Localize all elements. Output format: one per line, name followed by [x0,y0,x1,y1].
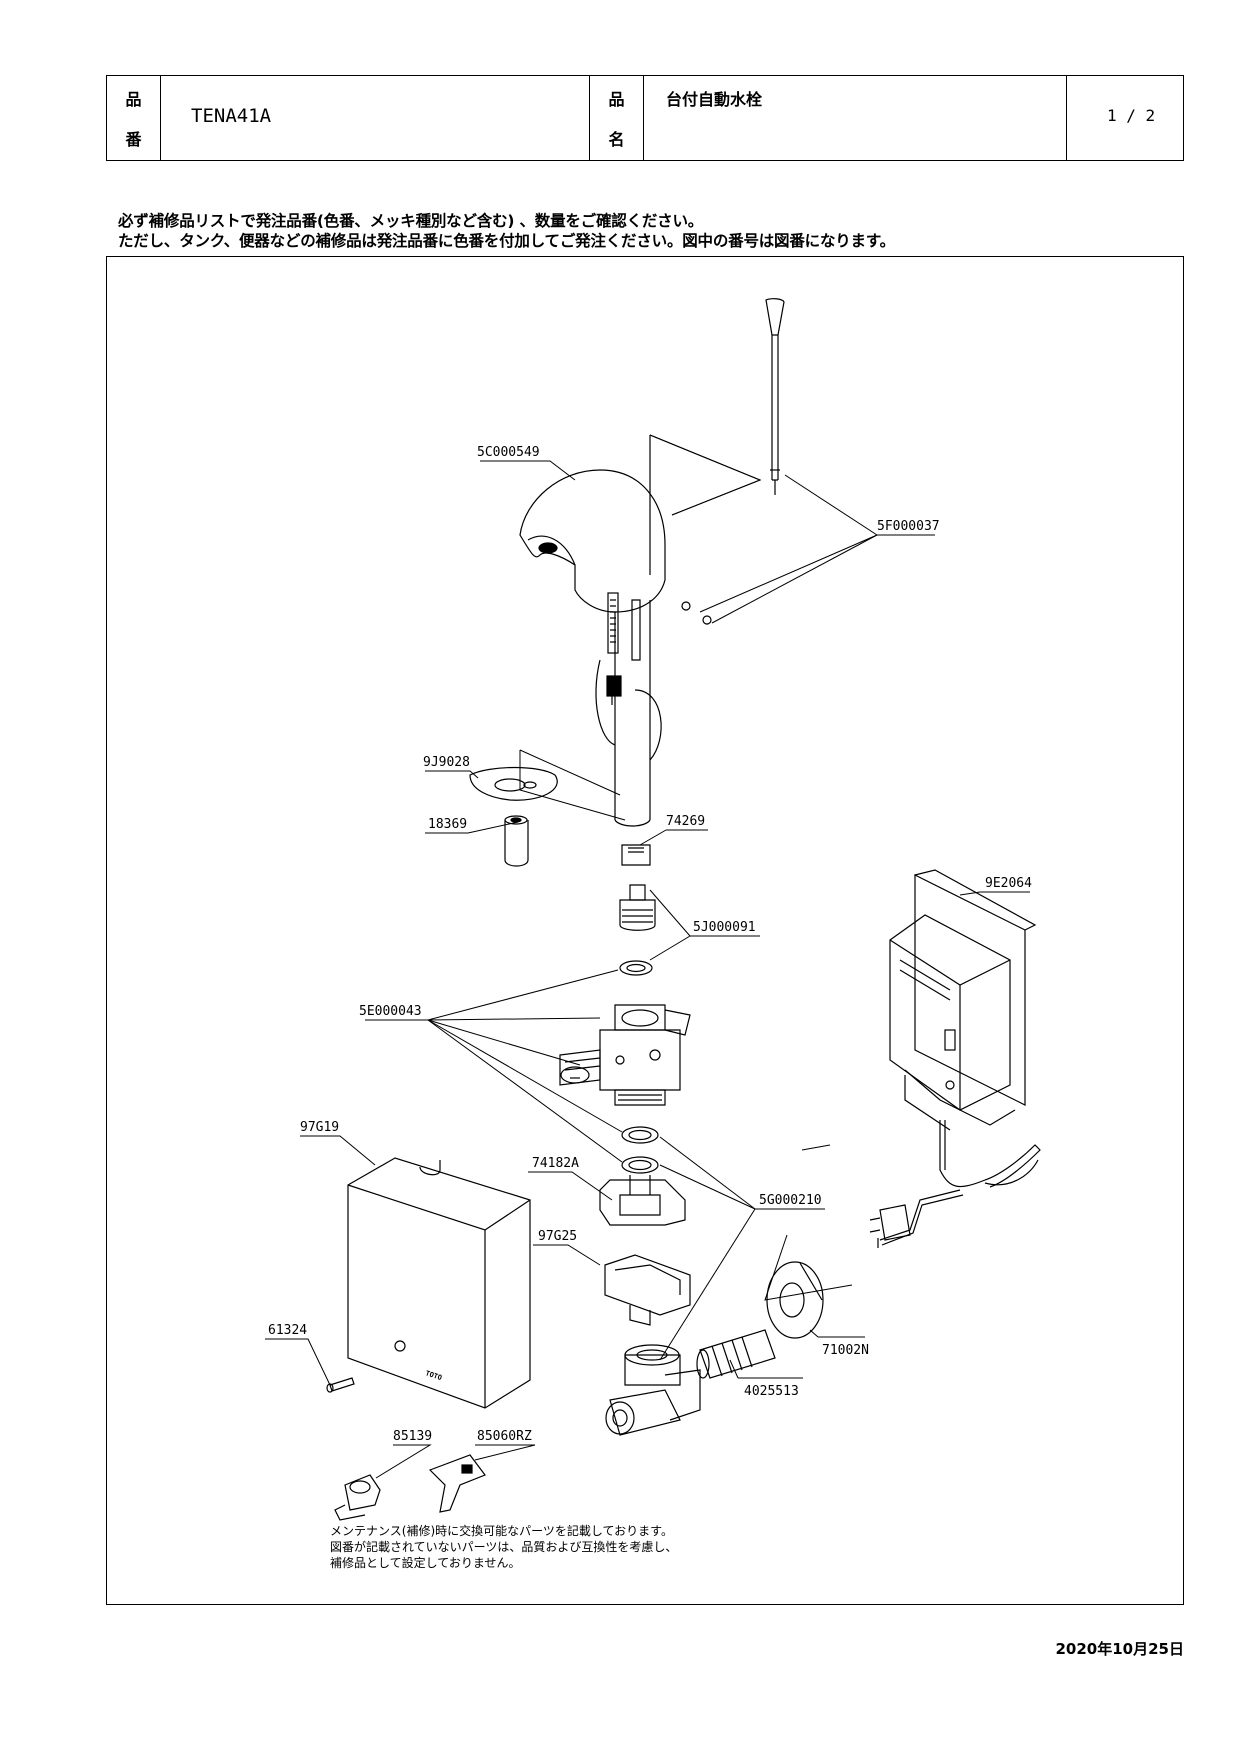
part-97G19-cover: TOTO [347,1157,531,1409]
header-table: 品 番 TENA41A 品 名 台付自動水栓 1 / 2 [106,75,1184,161]
part-5G000210-orings [621,1126,659,1174]
label-5F000037: 5F000037 [877,519,940,534]
hinban-label-2: 番 [125,130,142,149]
part-74182A-bracket [599,1175,686,1226]
label-61324: 61324 [268,1323,307,1338]
hinmei-label-1: 品 [608,90,625,109]
hinmei-label-2: 名 [608,130,625,149]
hinban-label-1: 品 [125,90,142,109]
label-5J000091: 5J000091 [693,920,756,935]
label-5E000043: 5E000043 [359,1004,422,1019]
hinmei-label-cell: 品 名 [590,76,644,160]
rod-leader-zigzag [649,434,762,516]
product-code: TENA41A [191,105,272,127]
footnote-line-2: 図番が記載されていないパーツは、品質および互換性を考慮し、 [330,1539,677,1554]
pop-up-rod [765,298,785,495]
part-5E000043-valve [559,1004,691,1106]
label-5G000210: 5G000210 [759,1193,822,1208]
label-97G25: 97G25 [538,1229,577,1244]
faucet-body [595,592,662,827]
notice-line-2: ただし、タンク、便器などの補修品は発注品番に色番を付加してご発注ください。図中の… [118,232,895,250]
issue-date: 2020年10月25日 [1055,1640,1185,1658]
part-71002N-flange [766,1261,824,1339]
angle-valve [605,1344,701,1436]
label-85060RZ: 85060RZ [477,1429,532,1444]
cover-brand-mark: TOTO [424,1369,443,1382]
screw-part-5F000037 [681,601,712,625]
part-61324-screw [326,1377,355,1393]
part-labels: 5C000549 5F000037 9J9028 18369 74269 9E2… [268,445,1032,1444]
part-5J000091-connector [619,884,656,976]
label-5C000549: 5C000549 [477,445,540,460]
page-number: 1 / 2 [1107,106,1156,125]
label-97G19: 97G19 [300,1120,339,1135]
part-4025513-nipple [696,1329,776,1379]
part-97G25-bracket [604,1254,691,1326]
label-71002N: 71002N [822,1343,869,1358]
hinban-value-cell: TENA41A [161,76,590,160]
label-74269: 74269 [666,814,705,829]
faucet-spout [519,435,666,613]
footnote: メンテナンス(補修)時に交換可能なパーツを記載しております。 図番が記載されてい… [330,1523,677,1570]
power-cord [869,1120,1041,1248]
notice-line-1: 必ず補修品リストで発注品番(色番、メッキ種別など含む) 、数量をご確認ください。 [118,212,704,230]
label-85139: 85139 [393,1429,432,1444]
product-name: 台付自動水栓 [666,90,763,109]
part-85060RZ-key [428,1454,486,1513]
leader-lines [265,460,1030,1479]
label-74182A: 74182A [532,1156,579,1171]
exploded-view-frame [106,256,1184,1605]
footnote-line-3: 補修品として設定しておりません。 [330,1555,521,1570]
label-4025513: 4025513 [744,1384,799,1399]
footnote-line-1: メンテナンス(補修)時に交換可能なパーツを記載しております。 [330,1523,673,1538]
part-74269-clip [621,844,651,866]
part-9E2064-control-box [889,869,1037,1131]
part-18369-sleeve [504,815,529,867]
hinban-label-cell: 品 番 [107,76,161,160]
label-9E2064: 9E2064 [985,876,1032,891]
part-85139-tool [334,1474,381,1521]
hinmei-value-cell: 台付自動水栓 [644,76,1067,160]
part-9J9028-gasket [469,766,558,801]
label-18369: 18369 [428,817,467,832]
label-9J9028: 9J9028 [423,755,470,770]
